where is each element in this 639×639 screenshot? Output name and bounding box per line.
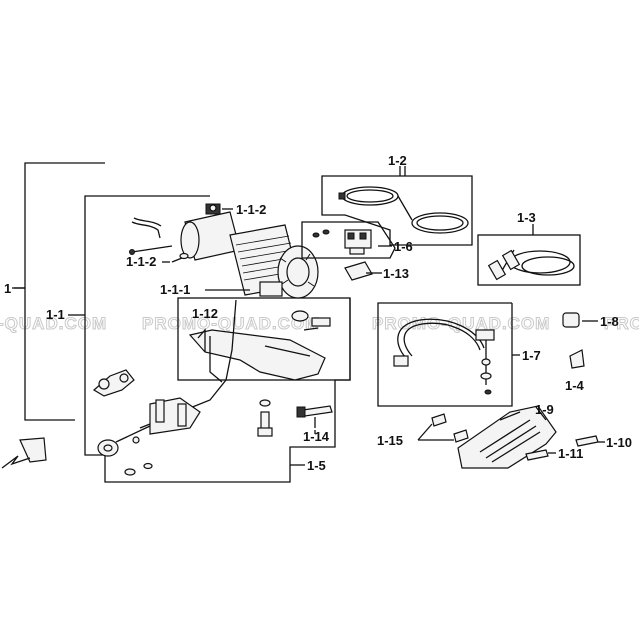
label-leader-dashes xyxy=(14,166,401,316)
group-1-3-box xyxy=(477,224,581,286)
label-1-1-2-top: 1-1-2 xyxy=(236,202,266,217)
label-1-9: 1-9 xyxy=(535,402,554,417)
part-1-14-bolt xyxy=(296,405,333,428)
group-1-2-box xyxy=(321,166,473,246)
part-1-4-clip xyxy=(569,349,585,369)
callout-labels: 1 1-1 1-1-1 1-1-2 1-1-2 1-2 1-3 1-4 1-5 … xyxy=(4,153,632,473)
winch-motor-endcap xyxy=(180,221,200,259)
label-1-7: 1-7 xyxy=(522,348,541,363)
label-1-14: 1-14 xyxy=(303,429,330,444)
label-1-5: 1-5 xyxy=(307,458,326,473)
part-1-15-clips xyxy=(417,413,469,443)
part-1-3-cable xyxy=(487,249,575,281)
winch-assembly xyxy=(129,203,319,299)
group-1-6-box xyxy=(301,221,396,259)
group-1-7-box xyxy=(377,302,520,407)
part-1-8-switch xyxy=(562,312,598,328)
label-1-13: 1-13 xyxy=(383,266,409,281)
part-1-7-harness xyxy=(393,318,495,395)
mounting-plate xyxy=(188,310,331,383)
watermark-text-3: PROMO-QUAD.COM xyxy=(372,314,550,333)
winch-hook xyxy=(92,369,135,397)
watermark: -QUAD.COM PROMO-QUAD.COM PROMO-QUAD.COM … xyxy=(0,314,639,334)
part-1-6-relay xyxy=(312,229,372,255)
label-1-11: 1-11 xyxy=(558,446,583,461)
label-1-15: 1-15 xyxy=(377,433,403,448)
label-1-10: 1-10 xyxy=(606,435,632,450)
part-1-2-cable xyxy=(338,186,469,234)
watermark-text-1: -QUAD.COM xyxy=(0,314,107,333)
label-1-3: 1-3 xyxy=(517,210,536,225)
label-1: 1 xyxy=(4,281,11,296)
watermark-text-2: PROMO-QUAD.COM xyxy=(142,314,320,333)
watermark-text-4: PRO xyxy=(604,314,639,333)
plate-bolt xyxy=(257,399,273,437)
label-1-6: 1-6 xyxy=(394,239,413,254)
edge-switch-bracket xyxy=(1,437,47,469)
label-1-12: 1-12 xyxy=(192,306,218,321)
part-1-13-bracket xyxy=(344,261,382,281)
part-1-10-screw xyxy=(575,435,605,447)
group-1-bracket xyxy=(12,162,105,421)
label-1-8: 1-8 xyxy=(600,314,619,329)
label-1-2: 1-2 xyxy=(388,153,407,168)
fairlead-assembly xyxy=(97,397,201,476)
label-1-1-1: 1-1-1 xyxy=(160,282,190,297)
label-1-1-2-left: 1-1-2 xyxy=(126,254,156,269)
winch-leader-lines xyxy=(171,208,250,291)
label-1-1: 1-1 xyxy=(46,307,65,322)
part-1-11-screw xyxy=(525,449,556,461)
label-1-4: 1-4 xyxy=(565,378,585,393)
group-1-12-box xyxy=(177,297,351,381)
